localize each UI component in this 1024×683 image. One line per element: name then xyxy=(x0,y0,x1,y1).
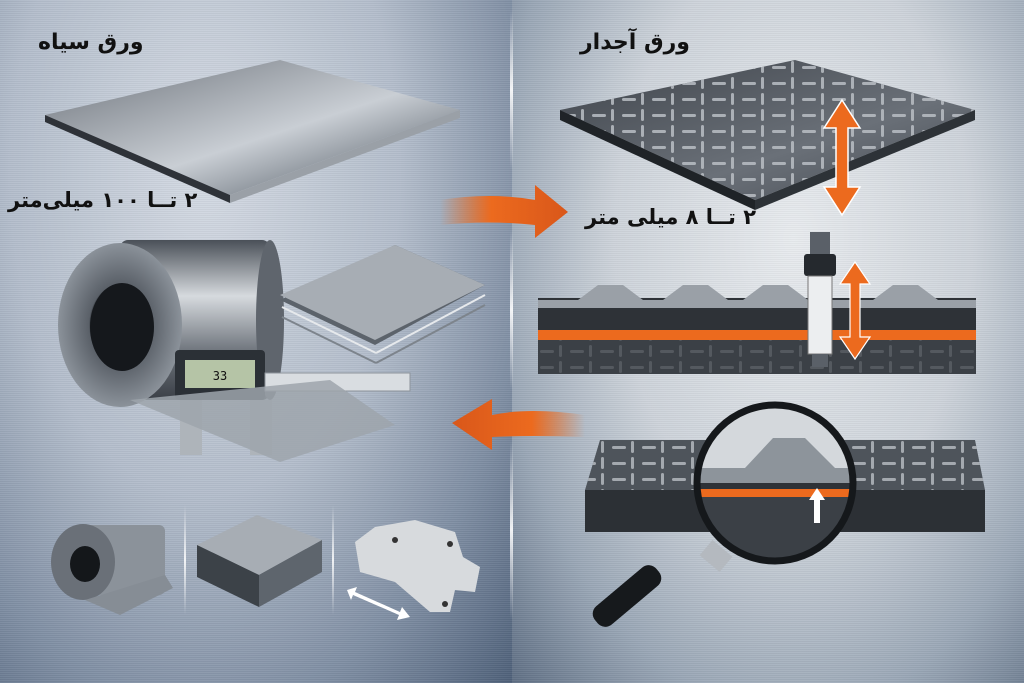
depth-gauge-icon xyxy=(804,232,872,367)
center-divider xyxy=(510,440,513,620)
right-title: ورق آجدار xyxy=(580,30,690,55)
cut-part-thumbnail-icon xyxy=(347,520,480,620)
arrow-left-icon xyxy=(452,399,585,450)
caliper-readout: 33 xyxy=(213,369,227,383)
flat-steel-sheet-icon xyxy=(45,60,460,203)
thickness-arrow-icon xyxy=(822,98,862,217)
stacked-plates-thumbnail-icon xyxy=(197,515,322,607)
cross-section-icon xyxy=(538,285,976,374)
right-thickness-label: ۲ تــا ۸ میلی متر xyxy=(585,205,757,229)
base-plate-icon xyxy=(130,380,395,462)
thumb-divider xyxy=(332,505,334,615)
thumb-divider xyxy=(184,505,186,615)
center-divider xyxy=(510,230,513,390)
checker-plate-icon xyxy=(560,60,975,210)
stacked-sheets-icon xyxy=(280,245,486,364)
left-thickness-label: ۲ تــا ۱۰۰ میلی‌متر xyxy=(8,188,198,212)
digital-caliper-icon: 33 xyxy=(175,350,411,455)
magnifying-glass-icon xyxy=(592,401,857,627)
arrow-right-icon xyxy=(440,185,568,238)
coil-thumbnail-icon xyxy=(51,524,173,615)
center-divider xyxy=(510,10,513,170)
left-title: ورق سیاه xyxy=(38,30,144,55)
